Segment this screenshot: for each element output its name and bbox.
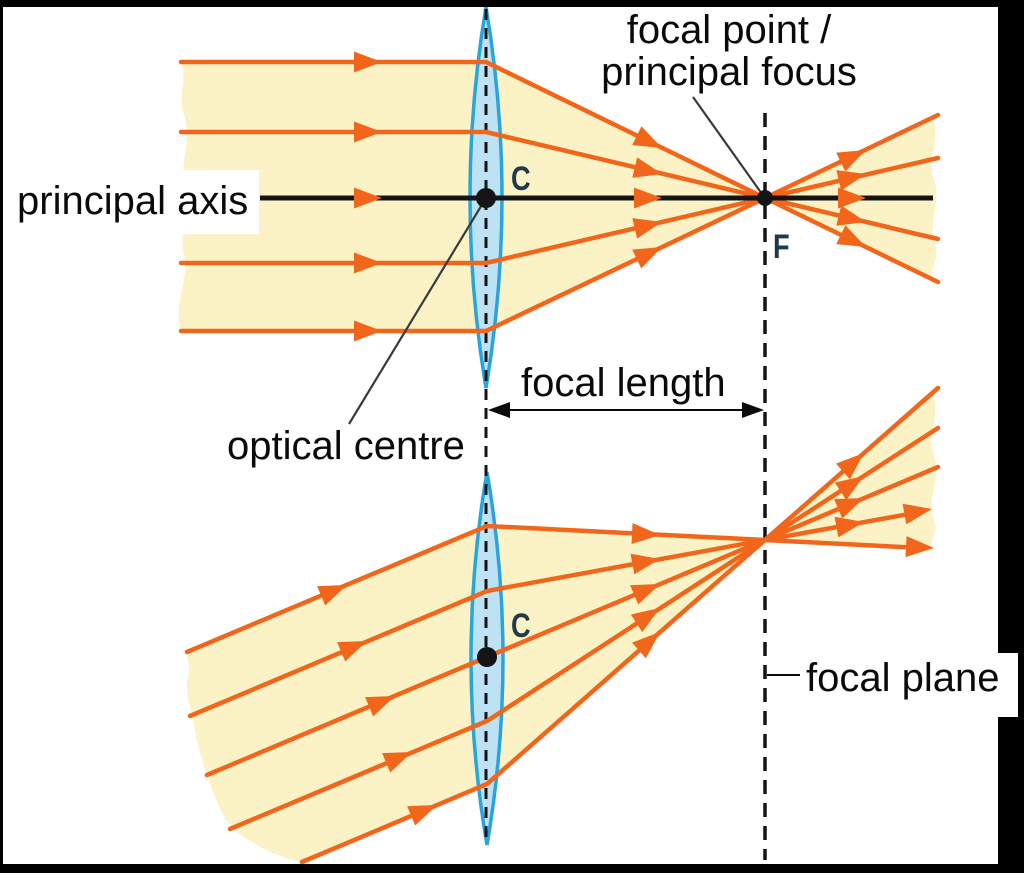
optical-centre-dot-bottom xyxy=(477,647,497,667)
focal-length-label: focal length xyxy=(521,361,726,405)
focal-plane-label: focal plane xyxy=(806,656,999,700)
optical-centre-letter-bottom: C xyxy=(511,606,531,645)
top-ray-arrowheads xyxy=(354,51,866,342)
focal-plane-label-background xyxy=(800,653,1018,717)
focal-point-dot xyxy=(757,190,773,206)
focal-length-arrow xyxy=(488,402,764,418)
optical-centre-label: optical centre xyxy=(227,424,465,468)
optical-centre-letter-top: C xyxy=(511,159,531,198)
bottom-ray-arrowheads xyxy=(317,453,934,826)
focal-point-letter: F xyxy=(773,227,790,266)
optical-centre-dot-top xyxy=(476,188,496,208)
focal-point-label-line2: principal focus xyxy=(601,50,857,94)
optical-centre-pointer-line xyxy=(348,197,487,425)
focal-point-pointer-line xyxy=(692,96,763,195)
focal-point-label-line1: focal point / xyxy=(627,8,832,52)
principal-axis-label-background xyxy=(155,170,259,234)
principal-axis-label: principal axis xyxy=(17,179,248,223)
